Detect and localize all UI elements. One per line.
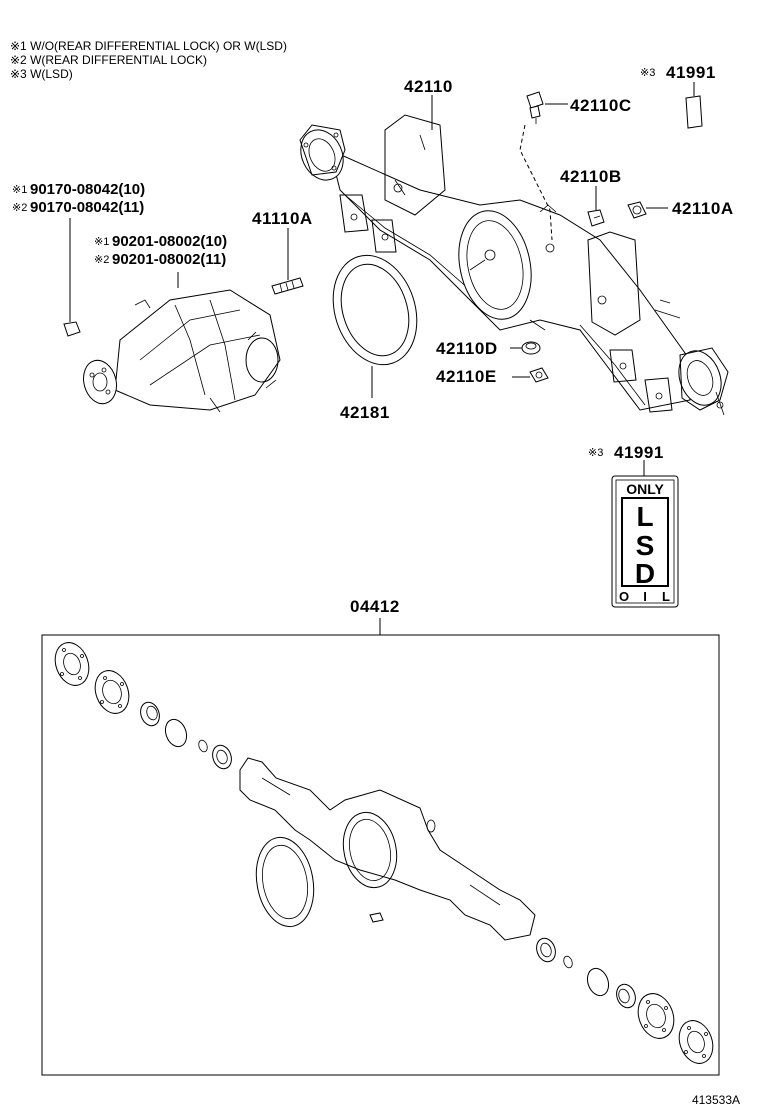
differential-carrier-drawing: [83, 289, 281, 413]
callout-41991-mid-mark: ※3: [588, 447, 603, 459]
label-plate-letter-l: L: [636, 501, 653, 532]
gasket-kit-box: [41, 634, 720, 1076]
callout-04412[interactable]: 04412: [350, 597, 400, 616]
callout-42181[interactable]: 42181: [340, 403, 390, 422]
callout-90170-2[interactable]: 90170-08042(11): [30, 199, 144, 216]
notes-block: ※1 W/O(REAR DIFFERENTIAL LOCK) OR W(LSD)…: [10, 39, 287, 81]
callout-90170-1-mark: ※1: [12, 184, 27, 196]
note-1: ※1 W/O(REAR DIFFERENTIAL LOCK) OR W(LSD): [10, 39, 287, 53]
callout-41991-top-mark: ※3: [640, 67, 655, 79]
gasket-kit-drawing: [54, 642, 714, 1064]
plug-42110a-drawing: [627, 201, 647, 219]
axle-housing-drawing: [299, 114, 729, 416]
callout-90170-1[interactable]: 90170-08042(10): [30, 181, 145, 198]
callout-90201-2[interactable]: 90201-08002(11): [112, 251, 226, 268]
label-plate-bottom-l: L: [662, 589, 670, 604]
callout-41991-top[interactable]: 41991: [666, 63, 716, 82]
breather-plug-drawing: [526, 91, 544, 124]
label-plate-bottom-o: O: [619, 589, 629, 604]
callout-41110a[interactable]: 41110A: [252, 209, 313, 228]
lsd-oil-label-plate: ONLY L S D O I L: [611, 460, 679, 608]
nut-90170-drawing: [63, 321, 81, 337]
label-plate-top-text: ONLY: [626, 481, 664, 497]
part-42110d-drawing: [521, 341, 541, 355]
note-2: ※2 W(REAR DIFFERENTIAL LOCK): [10, 53, 207, 67]
callout-42110a[interactable]: 42110A: [672, 199, 734, 218]
breather-dashed-line: [519, 124, 553, 241]
callout-42110b[interactable]: 42110B: [560, 167, 622, 186]
callout-90201-2-mark: ※2: [94, 254, 109, 266]
plug-42110b-drawing: [587, 209, 605, 227]
label-plate-bottom-i: I: [643, 589, 647, 604]
label-plate-letter-s: S: [636, 530, 655, 561]
label-plate-letter-d: D: [635, 558, 655, 589]
callout-42110c[interactable]: 42110C: [570, 96, 632, 115]
callout-41991-mid[interactable]: 41991: [614, 443, 664, 462]
label-plate-small-drawing: [685, 95, 703, 129]
gasket-42181-drawing: [332, 254, 418, 366]
callout-90201-1[interactable]: 90201-08002(10): [112, 233, 227, 250]
stud-41110a-drawing: [271, 277, 304, 295]
callout-42110[interactable]: 42110: [404, 77, 453, 96]
part-42110e-drawing: [529, 367, 549, 383]
callout-42110d[interactable]: 42110D: [436, 339, 498, 358]
callout-42110e[interactable]: 42110E: [436, 367, 497, 386]
diagram-code: 413533A: [692, 1093, 740, 1107]
note-3: ※3 W(LSD): [10, 67, 73, 81]
callout-90170-2-mark: ※2: [12, 202, 27, 214]
callout-90201-1-mark: ※1: [94, 236, 109, 248]
